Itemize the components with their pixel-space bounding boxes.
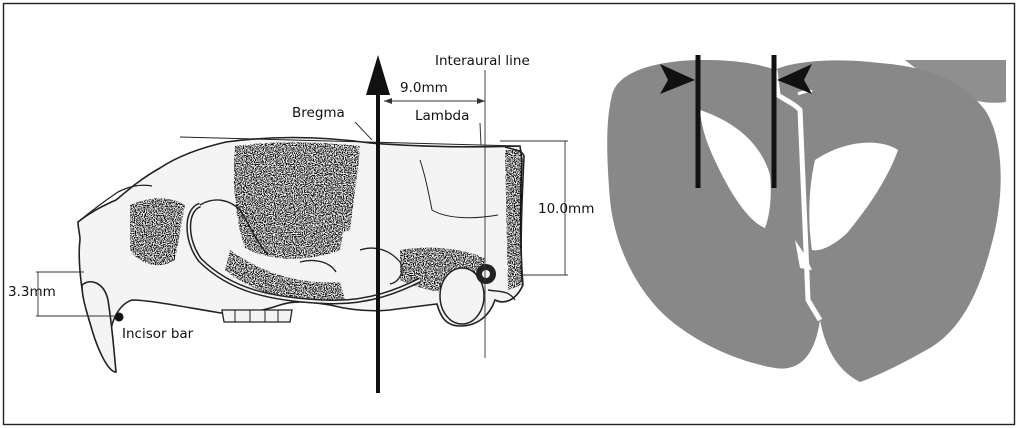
- lambda-pointer: [480, 123, 481, 145]
- incisor-bar-dot: [115, 313, 124, 322]
- label-3-3mm: 3.3mm: [8, 284, 56, 300]
- bregma-pointer: [355, 122, 372, 140]
- label-incisor-bar: Incisor bar: [122, 326, 194, 342]
- vertical-axis-arrowhead: [366, 55, 390, 95]
- molar-teeth: [222, 310, 292, 322]
- label-bregma: Bregma: [292, 105, 345, 121]
- label-9mm: 9.0mm: [400, 80, 448, 96]
- brain-section: [600, 55, 1010, 390]
- label-interaural-line: Interaural line: [435, 53, 530, 69]
- label-10mm: 10.0mm: [538, 201, 594, 217]
- label-lambda: Lambda: [415, 108, 469, 124]
